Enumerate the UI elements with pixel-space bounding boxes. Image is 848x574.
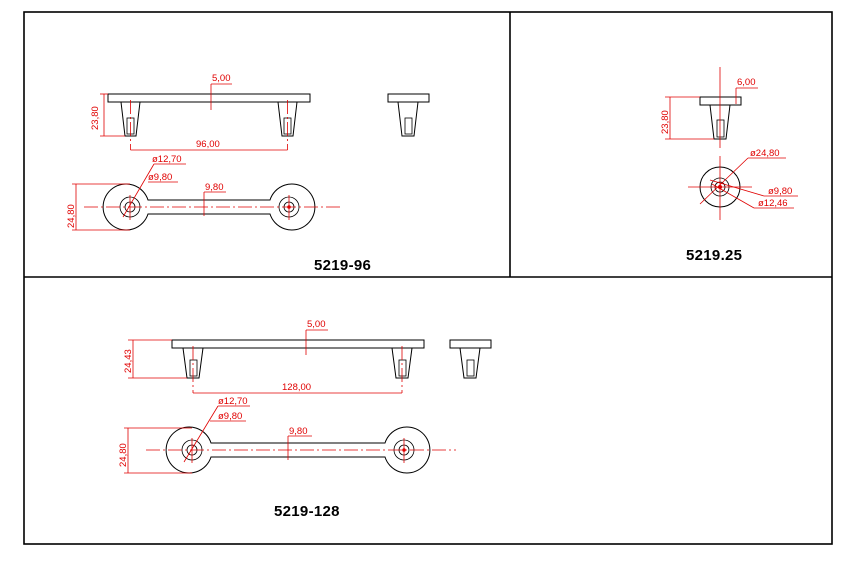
- outer-diameter-dimension: ø24,80: [750, 148, 780, 159]
- outer-diameter-dimension: ø12,70: [152, 154, 182, 165]
- top-view-96: 24,80 ø12,70 ø9,80 9,80: [66, 154, 340, 231]
- web-dimension: 9,80: [205, 182, 224, 193]
- view-title: 5219-128: [274, 503, 340, 520]
- height-dimension: 23,80: [90, 106, 101, 130]
- height-dimension: 23,80: [660, 110, 671, 134]
- side-view-128: 24,43 5,00 128,00: [123, 319, 425, 394]
- top-view-25: ø24,80 ø9,80 ø12,46: [688, 148, 798, 220]
- outer-diameter-dimension: ø12,70: [218, 396, 248, 407]
- web-dimension: 9,80: [289, 426, 308, 437]
- top-view-128: 24,80 ø12,70 ø9,80 9,80: [118, 396, 456, 474]
- end-view-128: [449, 339, 492, 379]
- height-dimension: 24,43: [123, 349, 134, 373]
- wall-dimension: 5,00: [307, 319, 326, 330]
- side-view-25: 23,80 6,00: [660, 67, 758, 148]
- width-dimension: 24,80: [118, 443, 129, 467]
- end-view-96: [387, 93, 430, 137]
- view-5219-25: 23,80 6,00 ø24,80 ø9,80 ø12,46 5219.25: [660, 67, 798, 264]
- view-5219-128: 24,43 5,00 128,00: [118, 319, 492, 520]
- boss-diameter-dimension: ø12,46: [758, 198, 788, 209]
- spacing-dimension: 96,00: [196, 139, 220, 150]
- side-view-96: 23,80 5,00 96,00: [90, 73, 311, 151]
- view-5219-96: 23,80 5,00 96,00: [66, 73, 430, 274]
- view-title: 5219-96: [314, 257, 371, 274]
- wall-dimension: 5,00: [212, 73, 231, 84]
- inner-diameter-dimension: ø9,80: [148, 172, 172, 183]
- view-title: 5219.25: [686, 247, 742, 264]
- inner-diameter-dimension: ø9,80: [218, 411, 242, 422]
- wall-dimension: 6,00: [737, 77, 756, 88]
- sheet-frame: [23, 11, 833, 545]
- inner-diameter-dimension: ø9,80: [768, 186, 792, 197]
- width-dimension: 24,80: [66, 204, 77, 228]
- spacing-dimension: 128,00: [282, 382, 311, 393]
